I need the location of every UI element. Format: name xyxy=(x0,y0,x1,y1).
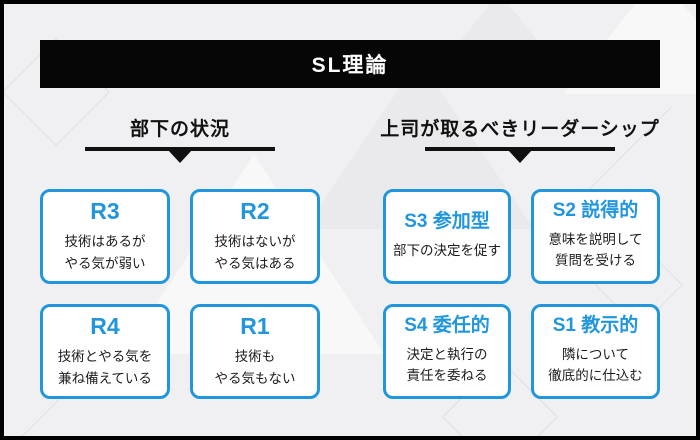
box-description: 技術はあるが やる気が弱い xyxy=(64,234,146,271)
box-description: 部下の決定を促す xyxy=(393,242,501,258)
section-header-leadership: 上司が取るべきリーダーシップ xyxy=(380,114,659,163)
box-description: 隣について 徹底的に仕込む xyxy=(548,346,643,384)
box-r4: R4 技術とやる気を 兼ね備えている xyxy=(40,304,170,399)
box-label: R3 xyxy=(90,197,120,224)
box-label: R4 xyxy=(90,312,120,339)
box-label: S2 説得的 xyxy=(552,199,639,221)
box-label: S3 参加型 xyxy=(404,210,490,232)
box-description: 技術はないが やる気はある xyxy=(214,234,296,271)
box-r2: R2 技術はないが やる気はある xyxy=(190,189,320,284)
box-r3: R3 技術はあるが やる気が弱い xyxy=(40,189,170,284)
arrow-down-icon xyxy=(508,150,532,163)
box-s2-selling: S2 説得的 意味を説明して 質問を受ける xyxy=(531,189,660,284)
box-label: R2 xyxy=(240,197,270,224)
box-s1-telling: S1 教示的 隣について 徹底的に仕込む xyxy=(531,304,660,399)
section-header-subordinates: 部下の状況 xyxy=(85,114,275,163)
box-description: 技術とやる気を 兼ね備えている xyxy=(57,349,153,386)
header-rule xyxy=(425,147,615,151)
title-banner: SL理論 xyxy=(40,40,660,88)
arrow-down-icon xyxy=(168,150,192,163)
section-heading: 上司が取るべきリーダーシップ xyxy=(380,119,660,140)
box-s4-delegating: S4 委任的 決定と執行の 責任を委ねる xyxy=(383,304,511,399)
page-title: SL理論 xyxy=(311,54,389,77)
header-rule xyxy=(85,147,275,151)
box-description: 決定と執行の 責任を委ねる xyxy=(406,346,488,384)
section-heading: 部下の状況 xyxy=(129,119,230,140)
box-label: S4 委任的 xyxy=(404,314,490,336)
box-label: S1 教示的 xyxy=(552,314,639,336)
box-label: R1 xyxy=(240,312,270,339)
box-description: 意味を説明して 質問を受ける xyxy=(548,231,643,269)
box-s3-participating: S3 参加型 部下の決定を促す xyxy=(383,189,511,284)
box-r1: R1 技術も やる気もない xyxy=(190,304,320,399)
box-description: 技術も やる気もない xyxy=(214,349,296,386)
